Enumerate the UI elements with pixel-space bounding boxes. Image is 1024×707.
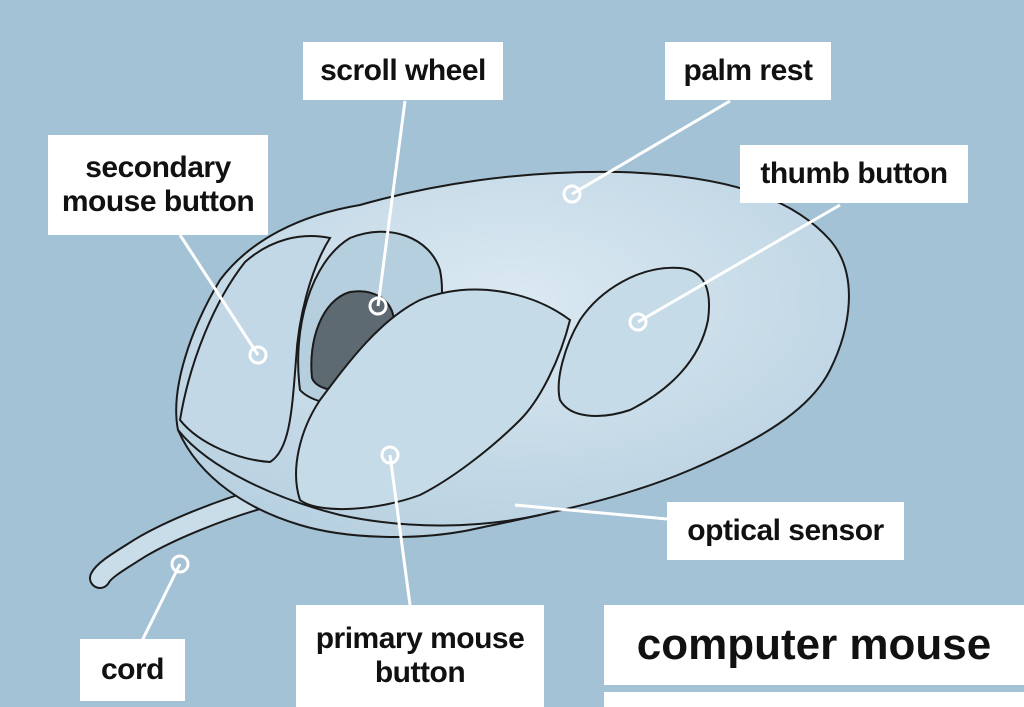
palm-rest-marker: [562, 184, 582, 204]
mouse-rim: [177, 429, 541, 527]
label-palm-rest: palm rest: [665, 42, 831, 100]
thumb-button-marker: [628, 312, 648, 332]
thumb-button-shape: [557, 266, 710, 417]
label-secondary-line2: mouse button: [61, 185, 255, 218]
label-cord-text: cord: [100, 653, 165, 686]
label-optical-sensor-text: optical sensor: [687, 514, 884, 547]
label-thumb-button: thumb button: [740, 145, 968, 203]
label-cord: cord: [80, 639, 185, 701]
credit-strip: [604, 692, 1024, 707]
label-palm-rest-text: palm rest: [683, 54, 813, 87]
label-optical-sensor: optical sensor: [667, 502, 904, 560]
label-scroll-wheel-text: scroll wheel: [320, 54, 486, 87]
label-primary-line1: primary mouse: [315, 622, 525, 655]
cord-marker: [170, 554, 190, 574]
label-secondary-line1: secondary: [85, 151, 231, 184]
label-secondary-button: secondary mouse button: [48, 135, 268, 235]
secondary-button-marker: [248, 345, 268, 365]
label-scroll-wheel: scroll wheel: [303, 42, 503, 100]
scroll-wheel-marker: [368, 296, 388, 316]
label-thumb-button-text: thumb button: [760, 157, 948, 190]
label-primary-line2: button: [374, 656, 466, 689]
cord-fill: [91, 489, 271, 587]
leader-endpoints: [170, 184, 648, 574]
label-primary-button: primary mouse button: [296, 605, 544, 707]
diagram-title-text: computer mouse: [636, 620, 992, 669]
primary-button-marker: [380, 445, 400, 465]
primary-button-shape: [295, 288, 572, 511]
diagram-title: computer mouse: [604, 605, 1024, 685]
